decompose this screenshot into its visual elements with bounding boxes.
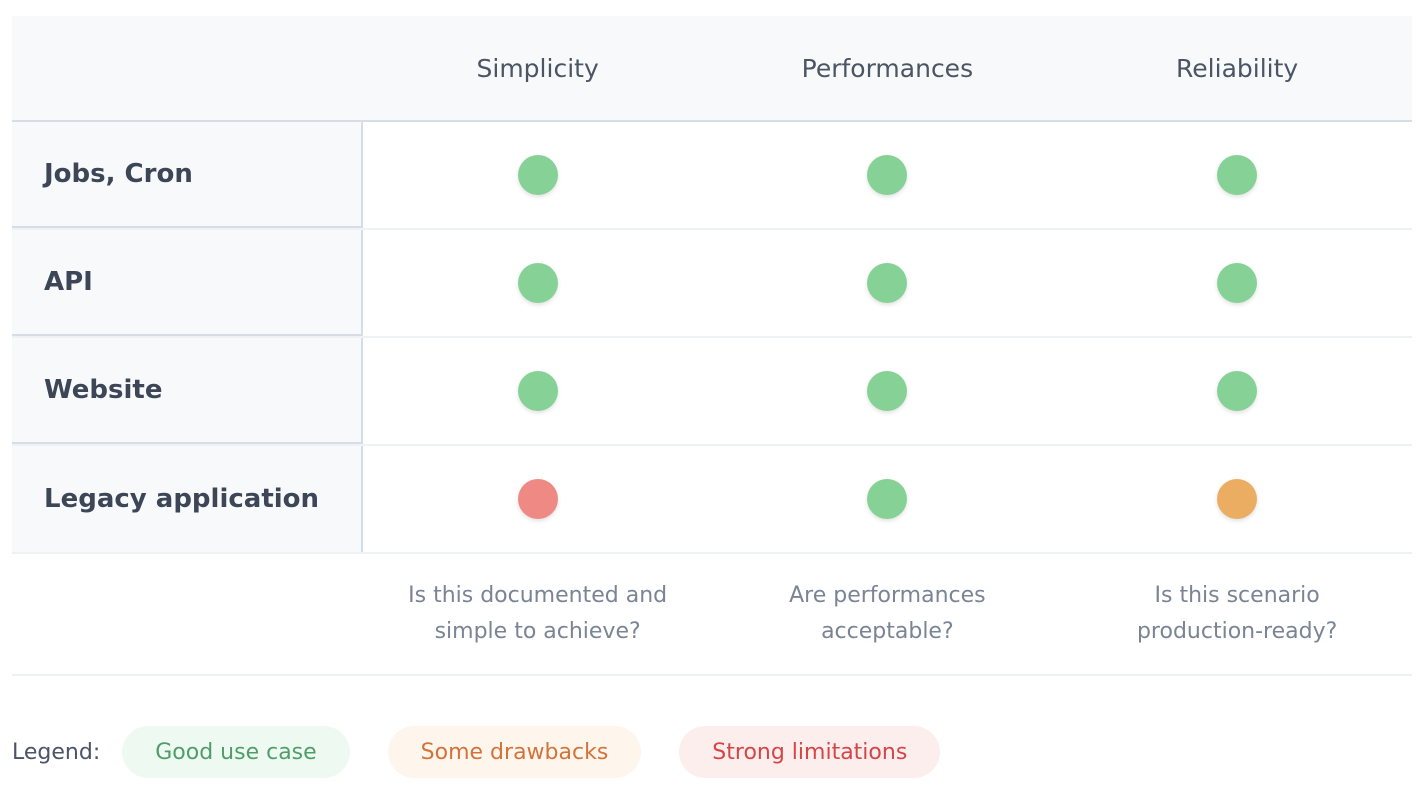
rating-cell (713, 446, 1063, 552)
row-label: Website (12, 338, 363, 444)
column-header-performances: Performances (801, 53, 974, 83)
rating-cell (1062, 230, 1412, 336)
description-performances: Are performances acceptable? (713, 554, 1063, 674)
rating-dot (517, 479, 558, 519)
row-label: Legacy application (12, 446, 363, 552)
description-simplicity: Is this documented and simple to achieve… (363, 554, 713, 674)
rating-cell (1062, 122, 1412, 228)
rating-dot (517, 263, 558, 303)
row-label: API (12, 230, 363, 336)
header-corner (12, 16, 363, 120)
rating-cell (713, 230, 1063, 336)
legend-some-pill: Some drawbacks (387, 726, 642, 778)
description-line: Is this documented and (408, 583, 668, 608)
rating-dot (867, 479, 908, 519)
table-row: Jobs, Cron (12, 122, 1412, 230)
table-body: Jobs, Cron API Website Legacy applicatio… (12, 122, 1412, 554)
legend-title: Legend: (12, 739, 101, 765)
legend: Legend: Good use case Some drawbacks Str… (12, 726, 978, 778)
table-row: Website (12, 338, 1412, 446)
rating-dot (1217, 479, 1258, 519)
description-line: Is this scenario (1154, 583, 1320, 608)
description-row: Is this documented and simple to achieve… (12, 554, 1412, 676)
row-label: Jobs, Cron (12, 122, 363, 228)
legend-good-pill: Good use case (122, 726, 350, 778)
rating-cell (713, 122, 1063, 228)
rating-dot (867, 371, 908, 411)
rating-dot (517, 371, 558, 411)
rating-cell (1062, 338, 1412, 444)
table-row: API (12, 230, 1412, 338)
rating-dot (1217, 263, 1258, 303)
rating-dot (1217, 155, 1258, 195)
rating-dot (1217, 371, 1258, 411)
legend-strong-pill: Strong limitations (679, 726, 941, 778)
table-header: Simplicity Performances Reliability (12, 16, 1412, 122)
comparison-table: Simplicity Performances Reliability Jobs… (12, 16, 1412, 676)
table-row: Legacy application (12, 446, 1412, 554)
column-header-reliability: Reliability (1176, 53, 1299, 83)
rating-dot (867, 155, 908, 195)
description-line: production-ready? (1136, 619, 1338, 644)
rating-cell (363, 446, 713, 552)
description-line: acceptable? (821, 619, 954, 644)
rating-dot (867, 263, 908, 303)
description-line: Are performances (789, 583, 986, 608)
rating-cell (363, 338, 713, 444)
rating-cell (1062, 446, 1412, 552)
rating-dot (517, 155, 558, 195)
rating-cell (713, 338, 1063, 444)
footer-corner (12, 554, 363, 674)
description-reliability: Is this scenario production-ready? (1062, 554, 1412, 674)
description-line: simple to achieve? (434, 619, 641, 644)
rating-cell (363, 230, 713, 336)
column-header-simplicity: Simplicity (476, 53, 599, 83)
rating-cell (363, 122, 713, 228)
